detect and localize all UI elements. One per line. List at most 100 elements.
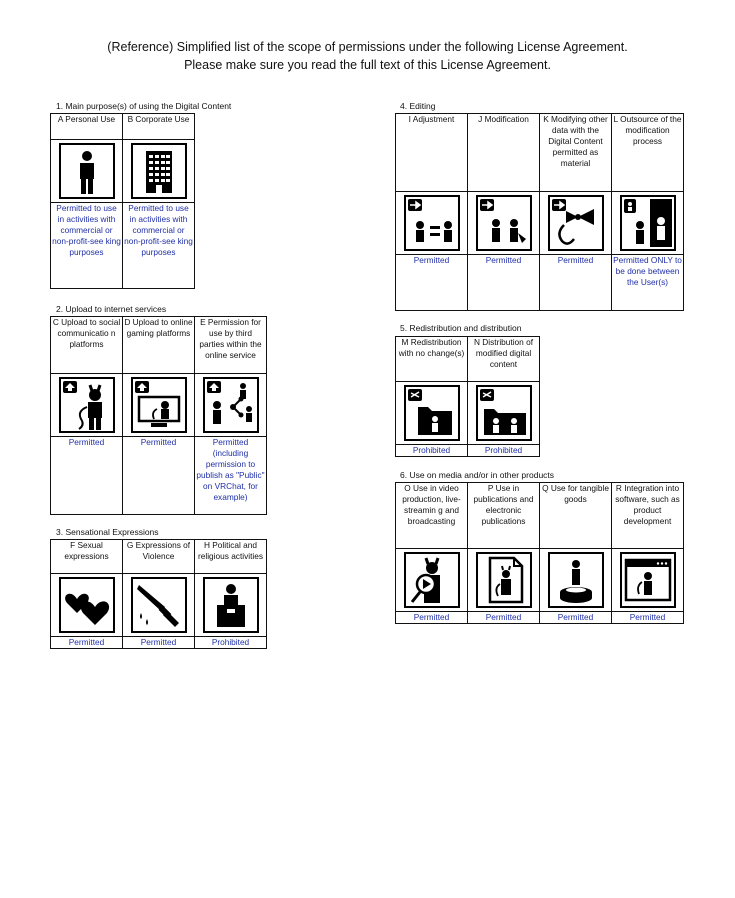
sensational-table: F Sexual expressions G Expressions of Vi… <box>50 539 267 649</box>
col-header-k: K Modifying other data with the Digital … <box>543 114 608 169</box>
video-play-avatar-icon <box>403 552 460 608</box>
icon-cell <box>50 573 123 637</box>
hearts-icon <box>58 577 115 633</box>
status-h: Prohibited <box>211 637 250 648</box>
col-header-b: B Corporate Use <box>127 114 190 125</box>
editing-table: I Adjustment J Modification K Modifying … <box>395 113 684 311</box>
personal-user-icon <box>58 143 115 199</box>
header-cell: R Integration into software, such as pro… <box>611 482 684 549</box>
icon-cell <box>611 191 684 255</box>
status-cell: Permitted to use in activities with comm… <box>50 202 123 289</box>
status-l: Permitted ONLY to be done between the Us… <box>613 255 682 288</box>
icon-cell <box>395 191 468 255</box>
col-header-g: G Expressions of Violence <box>126 540 191 562</box>
page-title-line-1: (Reference) Simplified list of the scope… <box>107 40 628 54</box>
status-d: Permitted <box>140 437 177 448</box>
icon-cell <box>122 373 195 437</box>
status-cell: Permitted <box>122 436 195 515</box>
status-cell: Permitted <box>122 636 195 649</box>
col-header-p: P Use in publications and electronic pub… <box>473 483 534 527</box>
status-m: Prohibited <box>412 445 451 456</box>
status-i: Permitted <box>413 255 450 266</box>
col-header-e: E Permission for use by third parties wi… <box>199 317 262 361</box>
section-title-media: 6. Use on media and/or in other products <box>400 470 555 480</box>
status-f: Permitted <box>68 637 105 648</box>
header-cell: H Political and religious activities <box>194 539 267 574</box>
status-o: Permitted <box>413 612 450 623</box>
icon-cell <box>467 548 540 612</box>
header-cell: I Adjustment <box>395 113 468 192</box>
status-cell: Prohibited <box>467 444 540 457</box>
section-title-sensational: 3. Sensational Expressions <box>56 527 159 537</box>
col-header-n: N Distribution of modified digital conte… <box>473 337 534 370</box>
icon-cell <box>539 548 612 612</box>
media-table: O Use in video production, live-streamin… <box>395 482 684 624</box>
status-j: Permitted <box>485 255 522 266</box>
status-cell: Permitted to use in activities with comm… <box>122 202 195 289</box>
col-header-o: O Use in video production, live-streamin… <box>402 483 461 527</box>
status-cell: Permitted (including permission to publi… <box>194 436 267 515</box>
header-cell: K Modifying other data with the Digital … <box>539 113 612 192</box>
icon-cell <box>194 373 267 437</box>
upload-gaming-monitor-icon <box>130 377 187 433</box>
col-header-r: R Integration into software, such as pro… <box>615 483 680 527</box>
redistribution-table: M Redistribution with no change(s) N Dis… <box>395 336 540 457</box>
icon-cell <box>467 381 540 445</box>
status-cell: Permitted <box>467 611 540 624</box>
col-header-q: Q Use for tangible goods <box>542 483 609 505</box>
col-header-a: A Personal Use <box>57 114 116 125</box>
status-r: Permitted <box>629 612 666 623</box>
icon-cell <box>122 139 195 203</box>
status-cell: Permitted <box>611 611 684 624</box>
podium-speaker-icon <box>202 577 259 633</box>
header-cell: C Upload to social communicatio n platfo… <box>50 316 123 374</box>
col-header-l: L Outsource of the modification process <box>613 114 682 147</box>
status-cell: Permitted ONLY to be done between the Us… <box>611 254 684 311</box>
header-cell: J Modification <box>467 113 540 192</box>
icon-cell <box>611 548 684 612</box>
status-c: Permitted <box>68 437 105 448</box>
status-n: Prohibited <box>484 445 523 456</box>
header-cell: M Redistribution with no change(s) <box>395 336 468 382</box>
office-building-icon <box>130 143 187 199</box>
section-title-main-purpose: 1. Main purpose(s) of using the Digital … <box>56 101 232 111</box>
status-cell: Permitted <box>50 636 123 649</box>
upload-table: C Upload to social communicatio n platfo… <box>50 316 267 515</box>
knife-blood-icon <box>130 577 187 633</box>
modification-avatars-icon <box>475 195 532 251</box>
icon-cell <box>122 573 195 637</box>
icon-cell <box>395 548 468 612</box>
modify-data-ribbon-icon <box>547 195 604 251</box>
status-cell: Permitted <box>50 436 123 515</box>
status-cell: Prohibited <box>395 444 468 457</box>
section-title-upload: 2. Upload to internet services <box>56 304 167 314</box>
page-title-line-2: Please make sure you read the full text … <box>184 58 551 72</box>
status-a: Permitted to use in activities with comm… <box>52 203 121 258</box>
col-header-i: I Adjustment <box>408 114 455 125</box>
status-cell: Permitted <box>539 611 612 624</box>
icon-cell <box>50 139 123 203</box>
icon-cell <box>539 191 612 255</box>
software-window-icon <box>619 552 676 608</box>
header-cell: Q Use for tangible goods <box>539 482 612 549</box>
main-purpose-table: A Personal Use B Corporate Use <box>50 113 195 289</box>
col-header-f: F Sexual expressions <box>64 540 109 562</box>
header-cell: G Expressions of Violence <box>122 539 195 574</box>
header-cell: A Personal Use <box>50 113 123 140</box>
status-g: Permitted <box>140 637 177 648</box>
status-cell: Permitted <box>467 254 540 311</box>
status-cell: Permitted <box>395 611 468 624</box>
outsource-people-icon <box>619 195 676 251</box>
header-cell: B Corporate Use <box>122 113 195 140</box>
col-header-h: H Political and religious activities <box>197 540 264 562</box>
distribution-modified-icon <box>475 385 532 441</box>
section-title-editing: 4. Editing <box>400 101 436 111</box>
header-cell: O Use in video production, live-streamin… <box>395 482 468 549</box>
header-cell: D Upload to online gaming platforms <box>122 316 195 374</box>
status-e: Permitted (including permission to publi… <box>196 437 265 503</box>
icon-cell <box>467 191 540 255</box>
section-title-redistribution: 5. Redistribution and distribution <box>400 323 522 333</box>
header-cell: F Sexual expressions <box>50 539 123 574</box>
status-q: Permitted <box>557 612 594 623</box>
status-cell: Permitted <box>395 254 468 311</box>
